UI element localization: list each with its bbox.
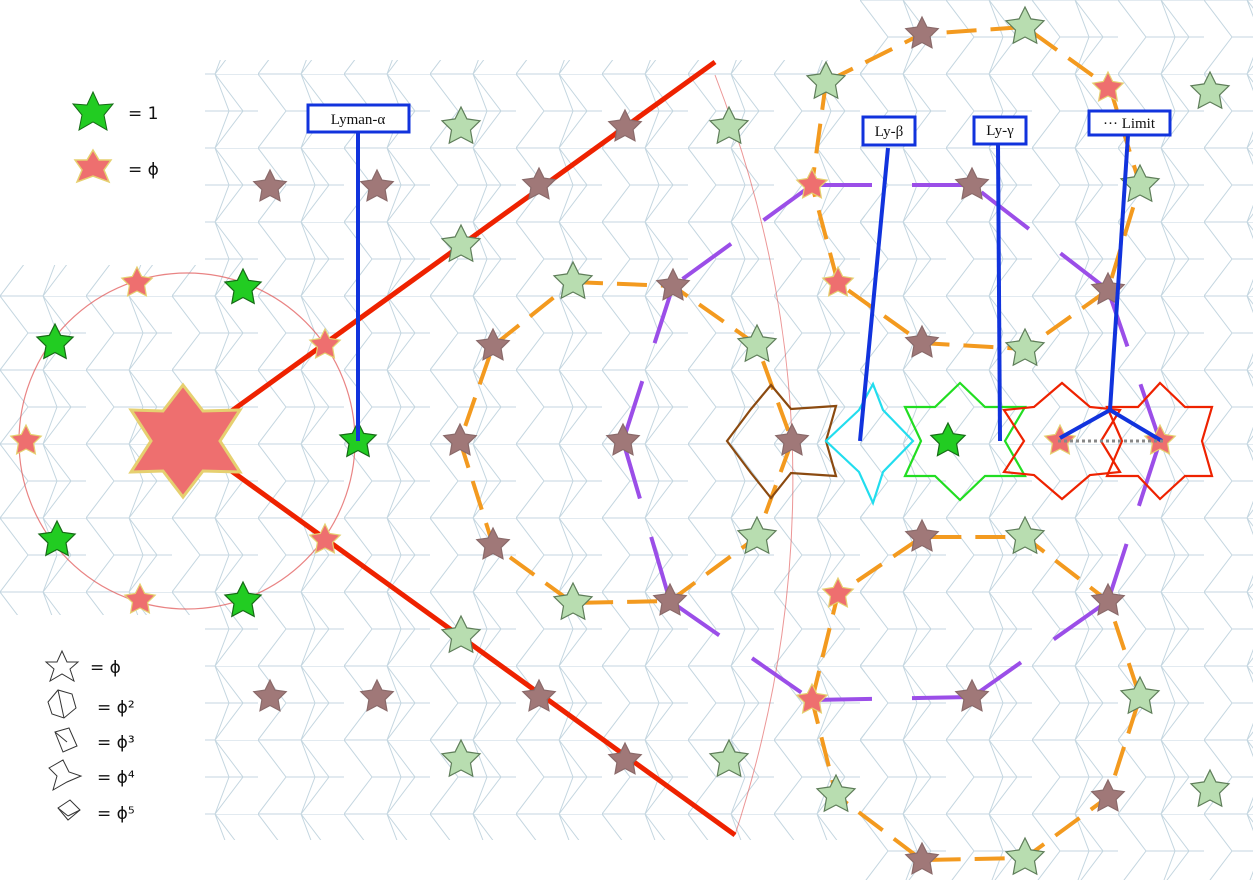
brown-star	[1090, 582, 1126, 616]
lyman-alpha-label: Lyman-α	[306, 103, 411, 134]
brown-star	[359, 678, 395, 712]
brown-star	[1090, 778, 1126, 812]
brown-star	[521, 678, 557, 712]
pale-star	[1189, 70, 1231, 110]
brown-shell	[725, 383, 838, 500]
ship-tile-icon	[48, 759, 83, 792]
rhomb-tile-icon	[54, 727, 78, 753]
red-star	[821, 265, 855, 297]
pale-star	[1004, 327, 1046, 367]
red-star	[308, 327, 342, 359]
red-star	[9, 423, 43, 455]
green-star	[37, 519, 77, 557]
brown-star	[904, 518, 940, 552]
legend-bottom-text: = ϕ = ϕ² = ϕ³ = ϕ⁴ = ϕ⁵	[90, 658, 135, 824]
red-star-icon	[73, 148, 113, 184]
orange-links	[457, 24, 1143, 863]
brown-star	[904, 841, 940, 875]
svg-text:= ϕ⁵: = ϕ⁵	[97, 804, 135, 824]
brown-star	[954, 166, 990, 200]
pale-star	[736, 515, 778, 555]
pale-star	[1004, 515, 1046, 555]
svg-text:= ϕ⁴: = ϕ⁴	[97, 768, 135, 788]
brown-star	[359, 168, 395, 202]
green-star	[929, 421, 967, 457]
svg-text:= ϕ³: = ϕ³	[97, 733, 135, 753]
legend-green-text: = 1	[128, 104, 158, 124]
ly-beta-label: Ly-β	[861, 115, 917, 147]
brown-star	[954, 678, 990, 712]
pale-star	[815, 773, 857, 813]
brown-star	[774, 422, 810, 456]
legend-top: = 1 = ϕ	[71, 90, 159, 184]
brown-star	[652, 582, 688, 616]
legend-red-text: = ϕ	[128, 160, 159, 180]
svg-text:= ϕ²: = ϕ²	[97, 698, 135, 718]
cube-tile-icon	[57, 799, 81, 821]
pale-star	[440, 614, 482, 654]
green-star-icon	[71, 90, 115, 131]
red-star	[120, 265, 154, 297]
legend-bottom	[44, 649, 83, 821]
star-tile-icon	[44, 649, 80, 683]
pale-star	[552, 581, 594, 621]
red-star	[821, 576, 855, 608]
brown-star	[475, 526, 511, 560]
shell-outlines	[725, 381, 1214, 507]
brown-star	[655, 267, 691, 301]
central-red-star	[128, 382, 243, 500]
pale-star	[1004, 836, 1046, 876]
pale-star	[440, 105, 482, 145]
brown-star	[475, 327, 511, 361]
red-star	[308, 522, 342, 554]
pale-star	[736, 323, 778, 363]
outer-arc	[714, 74, 794, 836]
brown-star	[605, 422, 641, 456]
brown-star	[904, 324, 940, 358]
pale-star	[552, 260, 594, 300]
pale-star	[1119, 675, 1161, 715]
brown-star	[521, 166, 557, 200]
brown-star	[442, 422, 478, 456]
cyan-shell	[824, 381, 915, 507]
svg-text:Lyman-α: Lyman-α	[331, 112, 386, 128]
brown-star	[904, 15, 940, 49]
brown-star	[607, 741, 643, 775]
pale-star	[440, 223, 482, 263]
pale-star	[1004, 5, 1046, 45]
red-shell-a	[1002, 381, 1122, 501]
svg-text:= ϕ: = ϕ	[90, 658, 121, 678]
red-star	[123, 582, 157, 614]
svg-text:Ly-γ: Ly-γ	[986, 123, 1014, 139]
green-star	[223, 267, 263, 305]
ly-gamma-label: Ly-γ	[972, 115, 1028, 146]
brown-star	[252, 168, 288, 202]
brown-star	[252, 678, 288, 712]
red-star	[1091, 70, 1125, 102]
svg-text:··· Limit: ··· Limit	[1103, 116, 1156, 132]
red-shell-b	[1105, 381, 1214, 501]
green-star	[223, 580, 263, 618]
stars-layer	[9, 5, 1231, 876]
green-star	[35, 322, 75, 360]
pointer-lines	[356, 132, 1164, 443]
brown-star	[607, 108, 643, 142]
red-star	[795, 167, 829, 199]
red-star	[1043, 423, 1077, 455]
pale-star	[708, 738, 750, 778]
pale-star	[708, 105, 750, 145]
svg-text:Ly-β: Ly-β	[875, 124, 903, 140]
limit-label: ··· Limit	[1087, 109, 1172, 137]
pale-star	[440, 738, 482, 778]
boat-tile-icon	[47, 689, 77, 719]
red-star	[795, 682, 829, 714]
pale-star	[1189, 768, 1231, 808]
pale-star	[805, 60, 847, 100]
